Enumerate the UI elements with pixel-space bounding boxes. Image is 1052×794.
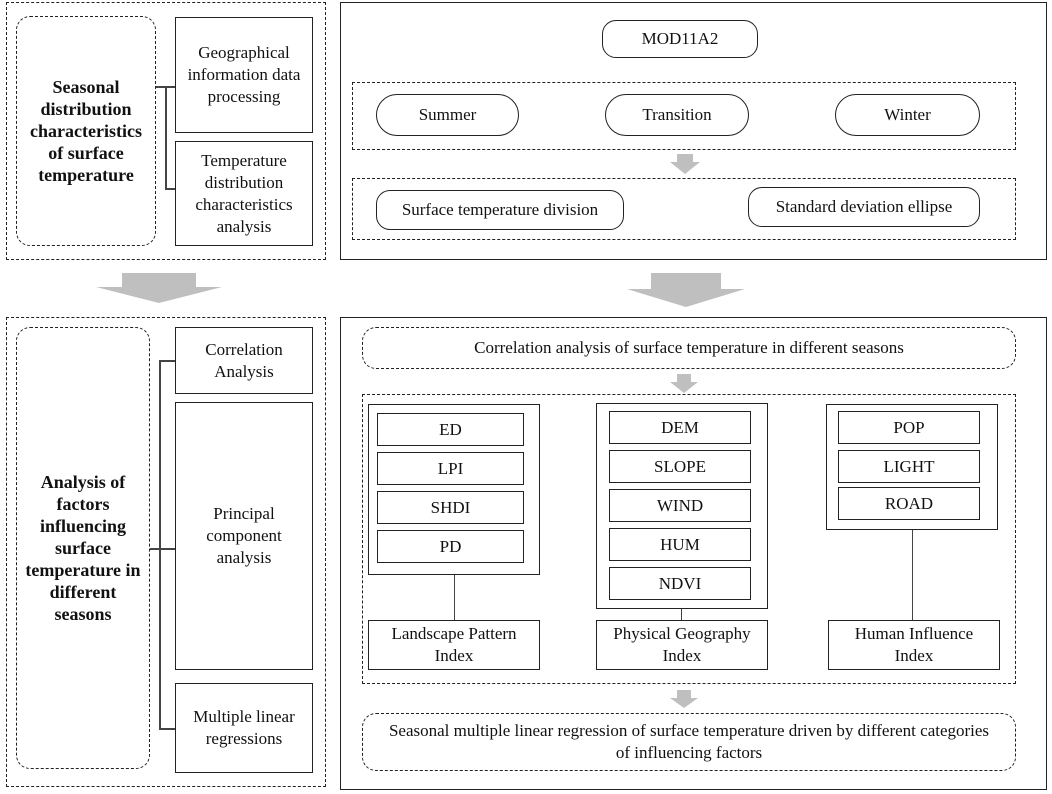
- arrow-down-small-1: [670, 154, 700, 174]
- landscape-index-label: Landscape Pattern Index: [368, 620, 540, 670]
- factor-road: ROAD: [838, 487, 980, 520]
- bottom-left-title: Analysis of factors influencing surface …: [16, 327, 150, 769]
- methods-group: [352, 178, 1016, 240]
- regression-box: Seasonal multiple linear regression of s…: [362, 713, 1016, 771]
- seasons-group: [352, 82, 1016, 150]
- factor-light: LIGHT: [838, 450, 980, 483]
- factors-group: [362, 394, 1016, 684]
- landscape-factor-box: [368, 404, 540, 575]
- season-summer: Summer: [376, 94, 519, 136]
- bottom-left-item-2: Principal component analysis: [175, 402, 313, 670]
- factor-dem: DEM: [609, 411, 751, 444]
- physical-factor-box: [596, 403, 768, 609]
- factor-shdi: SHDI: [377, 491, 524, 524]
- factor-lpi: LPI: [377, 452, 524, 485]
- top-left-item-1: Geographical information data processing: [175, 17, 313, 133]
- top-left-item-2: Temperature distribution characteristics…: [175, 141, 313, 246]
- method-ellipse: Standard deviation ellipse: [748, 187, 980, 227]
- factor-pop: POP: [838, 411, 980, 444]
- factor-pd: PD: [377, 530, 524, 563]
- season-winter: Winter: [835, 94, 980, 136]
- human-factor-box: [826, 404, 998, 530]
- arrow-down-small-2: [670, 374, 698, 393]
- bottom-left-panel: [6, 317, 326, 787]
- bottom-left-item-1: Correlation Analysis: [175, 327, 313, 394]
- bottom-left-item-3: Multiple linear regressions: [175, 683, 313, 773]
- factor-hum: HUM: [609, 528, 751, 561]
- physical-index-label: Physical Geography Index: [596, 620, 768, 670]
- bottom-right-panel: [340, 317, 1047, 790]
- correlation-box: Correlation analysis of surface temperat…: [362, 327, 1016, 369]
- factor-slope: SLOPE: [609, 450, 751, 483]
- method-division: Surface temperature division: [376, 190, 624, 230]
- factor-wind: WIND: [609, 489, 751, 522]
- season-transition: Transition: [605, 94, 749, 136]
- arrow-down-right: [627, 273, 745, 307]
- top-left-title: Seasonal distribution characteristics of…: [16, 16, 156, 246]
- human-index-label: Human Influence Index: [828, 620, 1000, 670]
- arrow-down-left: [96, 273, 222, 303]
- source-box: MOD11A2: [602, 20, 758, 58]
- arrow-down-small-3: [670, 690, 698, 708]
- factor-ed: ED: [377, 413, 524, 446]
- top-left-panel: [6, 2, 326, 260]
- top-right-panel: [340, 2, 1047, 260]
- factor-ndvi: NDVI: [609, 567, 751, 600]
